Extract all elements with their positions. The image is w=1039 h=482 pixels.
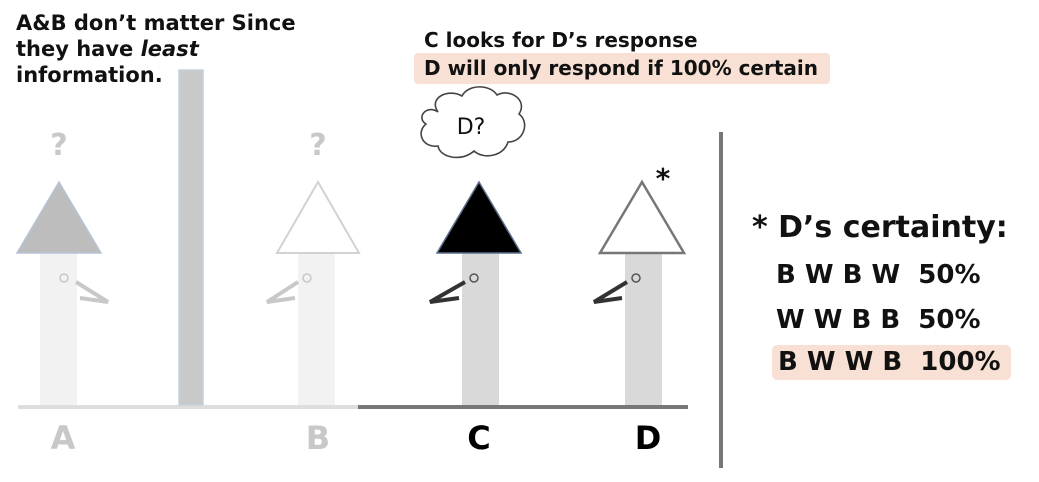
certainty-value: 100%	[920, 347, 1001, 377]
person-c-hat	[435, 180, 523, 254]
person-a-question-mark: ?	[50, 128, 67, 163]
thought-bubble-cloud	[420, 86, 526, 159]
person-c-label: C	[467, 419, 490, 457]
person-a-eye	[59, 273, 69, 283]
certainty-seq: W W B B	[776, 305, 901, 335]
person-b-question-mark: ?	[309, 128, 326, 163]
person-a-nose	[74, 280, 110, 304]
note-ab-line2-post: information.	[16, 63, 163, 87]
person-d-hat	[597, 179, 687, 255]
certainty-seq: B W B W	[776, 260, 901, 290]
person-b-nose	[265, 280, 300, 304]
person-d-star: *	[656, 162, 671, 195]
certainty-seq: B W W B	[778, 347, 903, 377]
person-d-label: D	[635, 419, 662, 457]
person-d-eye	[631, 273, 641, 283]
person-c: C	[429, 180, 523, 457]
certainty-value: 50%	[918, 260, 981, 290]
certainty-row: W W B B 50%	[776, 305, 981, 335]
certainty-row: B W B W 50%	[776, 260, 981, 290]
person-a-label: A	[51, 419, 76, 457]
thought-bubble-text: D?	[457, 115, 486, 140]
person-c-nose	[429, 280, 466, 304]
wall	[178, 69, 204, 406]
person-b-eye	[302, 273, 312, 283]
note-ab-line1: A&B don’t matter Since	[16, 11, 296, 35]
person-b-hat	[275, 180, 361, 254]
note-ab-line2-pre: they have	[16, 37, 141, 61]
person-d: * D	[592, 162, 687, 457]
note-ab-line2: they have least information.	[16, 36, 346, 88]
person-d-body	[625, 252, 662, 405]
person-b: ? B	[265, 128, 361, 457]
note-c-looks: C looks for D’s response	[424, 28, 698, 52]
note-ab-line2-emphasis: least	[140, 37, 199, 61]
person-a: ? A	[15, 128, 110, 457]
person-d-nose	[592, 280, 629, 304]
certainty-value: 50%	[918, 305, 981, 335]
certainty-row-highlighted: B W W B 100%	[772, 345, 1011, 380]
note-ab-dont-matter: A&B don’t matter Since they have least i…	[16, 10, 346, 88]
person-c-body	[462, 252, 499, 405]
person-c-eye	[469, 273, 479, 283]
person-b-label: B	[306, 419, 330, 457]
person-b-body	[298, 252, 335, 405]
person-a-body	[40, 252, 77, 405]
thought-bubble: D?	[420, 86, 526, 159]
note-d-condition: D will only respond if 100% certain	[414, 53, 831, 84]
certainty-title: * D’s certainty:	[752, 210, 1008, 245]
person-a-hat	[15, 180, 103, 254]
